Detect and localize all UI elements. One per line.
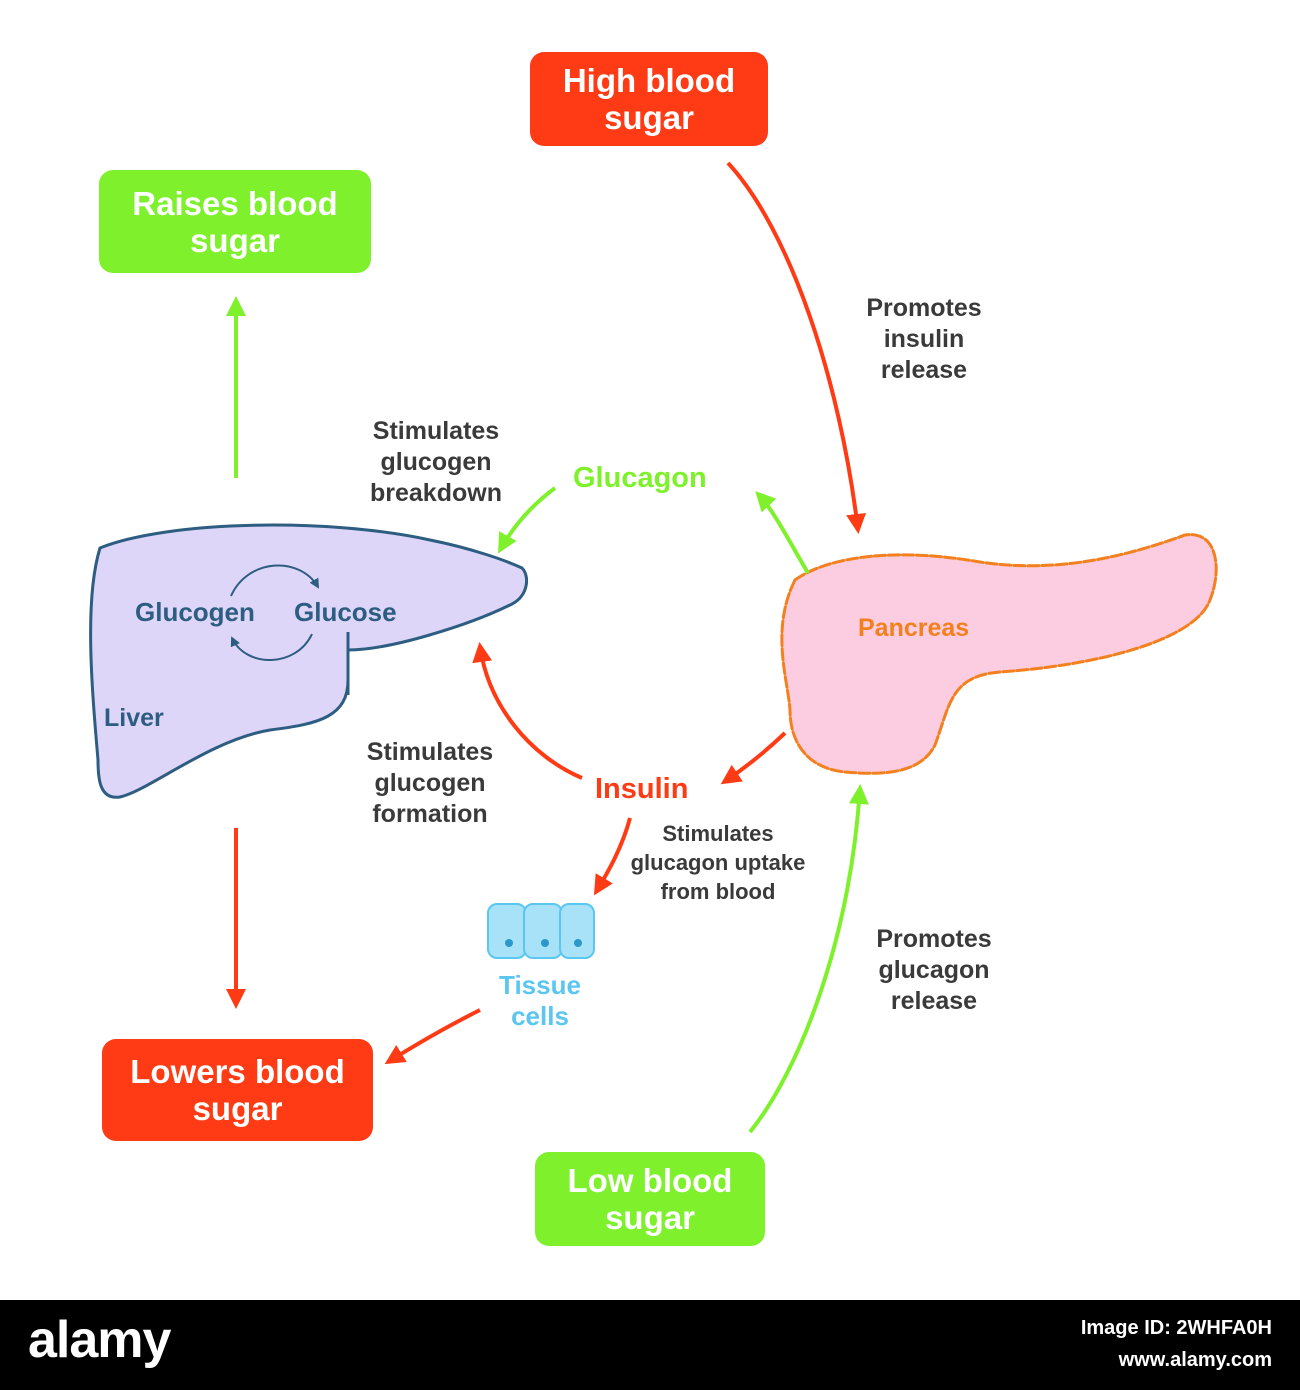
footer-brand-logo: alamy	[28, 1311, 171, 1369]
liver-label: Liver	[104, 704, 164, 732]
stimulates-glucogen-formation-label: Stimulates glucogen formation	[366, 738, 494, 828]
glucose-label: Glucose	[294, 597, 397, 627]
arrow-insulin-to-liver	[472, 642, 583, 780]
glucagon-label: Glucagon	[573, 462, 707, 494]
glucogen-cycle-arrow-top	[230, 564, 320, 597]
stimulates-glucagon-uptake-label: Stimulates glucagon uptake from blood	[630, 821, 806, 904]
glucogen-cycle-arrow-bottom	[230, 633, 313, 661]
arrow-insulin-to-tissue	[593, 817, 632, 896]
tissue-cells-label: Tissue cells	[499, 970, 581, 1031]
lowers-blood-sugar-box: Lowers blood sugar	[102, 1039, 373, 1141]
footer-bar: alamy Image ID: 2WHFA0H www.alamy.com	[0, 1300, 1300, 1390]
stimulates-glucogen-breakdown-label: Stimulates glucogen breakdown	[370, 417, 502, 507]
arrow-pancreas-to-glucagon	[755, 491, 810, 575]
arrow-low-to-pancreas	[748, 784, 869, 1134]
arrow-pancreas-to-insulin	[720, 731, 787, 785]
promotes-glucagon-release-label: Promotes glucagon release	[876, 925, 992, 1015]
promotes-insulin-release-label: Promotes insulin release	[866, 294, 982, 384]
footer-id-line1: Image ID: 2WHFA0H	[1080, 1317, 1272, 1339]
arrow-glucagon-to-liver	[498, 486, 557, 554]
raises-blood-sugar-box: Raises blood sugar	[99, 170, 371, 273]
insulin-label: Insulin	[595, 773, 689, 805]
arrow-high-to-pancreas	[726, 161, 867, 534]
diagram-canvas: High blood sugar Raises blood sugar Lowe…	[89, 52, 1218, 1246]
tissue-cells-icon	[487, 903, 595, 959]
footer-image-id: Image ID: 2WHFA0H www.alamy.com	[1081, 1312, 1272, 1376]
high-blood-sugar-box: High blood sugar	[530, 52, 768, 146]
arrow-tissue-to-lowers	[384, 1008, 481, 1065]
diagram-graphics	[89, 161, 1218, 1134]
glucogen-label: Glucogen	[135, 597, 255, 627]
footer-id-line2: www.alamy.com	[1118, 1349, 1272, 1371]
pancreas-label: Pancreas	[858, 614, 970, 642]
pancreas-shape	[780, 533, 1218, 775]
low-blood-sugar-box: Low blood sugar	[535, 1152, 765, 1246]
